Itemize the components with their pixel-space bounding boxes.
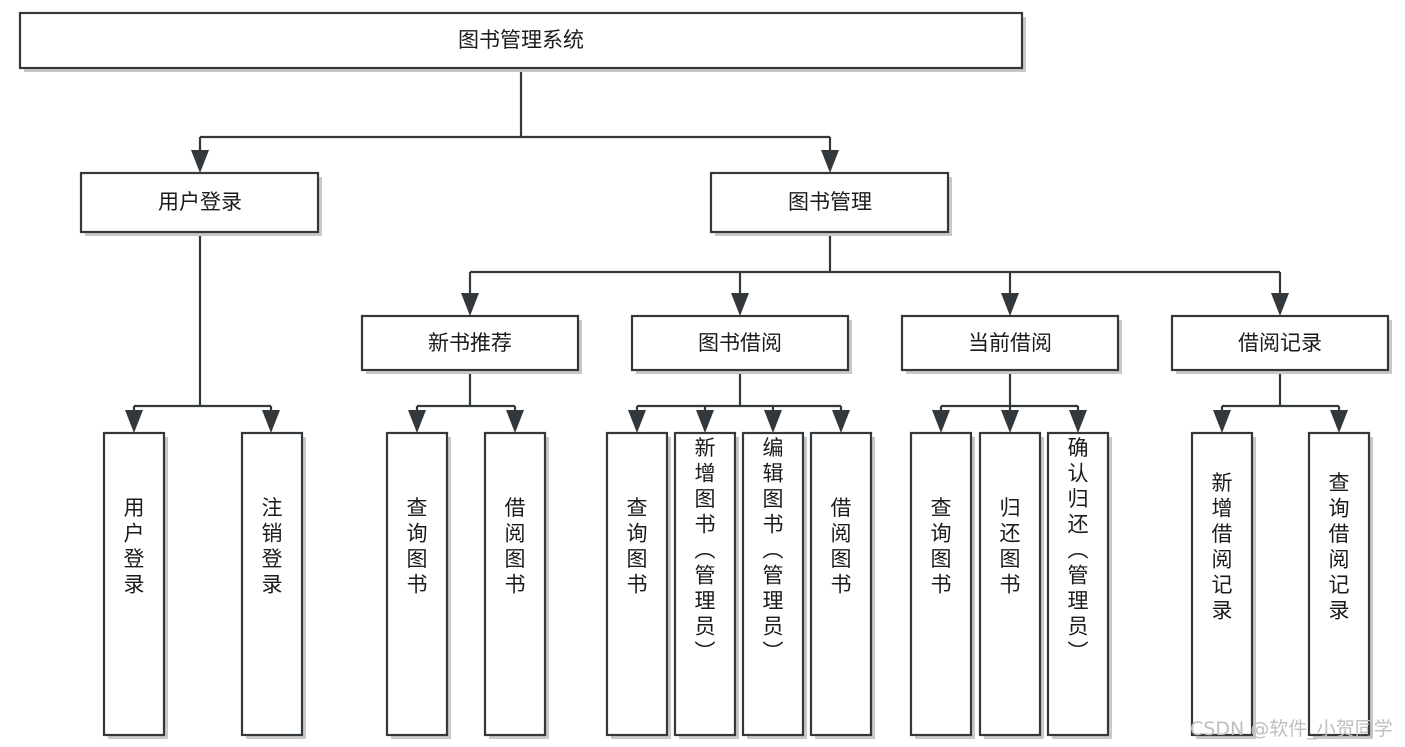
- arrowhead-book-borrow: [731, 293, 749, 316]
- node-leaf-logout[interactable]: 注销登录: [240, 431, 306, 739]
- node-leaf-query-book-1[interactable]: 查询图书: [385, 431, 451, 739]
- leaf-borrow-book-1-label: 借阅图书: [505, 496, 526, 597]
- leaf-confirm-return-label: 确认归还︵管理员︶: [1068, 436, 1089, 664]
- borrow-record-rect: [1170, 314, 1390, 372]
- leaf-logout-rect: [240, 431, 304, 737]
- node-root[interactable]: 图书管理系统: [18, 11, 1026, 72]
- arrowhead-new-book-recommend: [461, 293, 479, 316]
- node-current-borrow[interactable]: 当前借阅: [900, 314, 1122, 374]
- arrowhead-book-management: [821, 150, 839, 173]
- leaf-add-record-label: 新增借阅记录: [1212, 471, 1233, 623]
- arrowhead-current-borrow: [1001, 293, 1019, 316]
- arrowhead-borrow-record: [1271, 293, 1289, 316]
- node-leaf-query-book-3[interactable]: 查询图书: [909, 431, 975, 739]
- arrowhead-user-login: [191, 150, 209, 173]
- arrowhead-leaf-query-book-1: [408, 410, 426, 433]
- node-leaf-borrow-book-2[interactable]: 借阅图书: [809, 431, 875, 739]
- book-borrow-rect: [630, 314, 850, 372]
- book-management-rect: [709, 171, 950, 234]
- new-book-recommend-rect: [360, 314, 580, 372]
- leaf-borrow-book-2-rect: [809, 431, 873, 737]
- csdn-watermark: CSDN @软件_小贺同学: [1190, 718, 1393, 740]
- user-login-rect: [79, 171, 320, 234]
- leaf-query-book-1-rect: [385, 431, 449, 737]
- node-leaf-confirm-return[interactable]: 确认归还︵管理员︶: [1046, 431, 1112, 739]
- leaf-confirm-return-rect: [1046, 431, 1110, 737]
- node-leaf-query-record[interactable]: 查询借阅记录: [1307, 431, 1373, 739]
- leaf-add-book-rect: [673, 431, 737, 737]
- root-label: 图书管理系统: [458, 28, 584, 52]
- leaf-query-book-2-label: 查询图书: [627, 496, 648, 597]
- book-management-label: 图书管理: [788, 190, 872, 214]
- arrowhead-leaf-edit-book: [764, 410, 782, 433]
- book-borrow-label: 图书借阅: [698, 331, 782, 355]
- leaf-edit-book-rect: [741, 431, 805, 737]
- node-book-management[interactable]: 图书管理: [709, 171, 952, 236]
- arrowhead-leaf-confirm-return: [1069, 410, 1087, 433]
- leaf-query-record-rect: [1307, 431, 1371, 737]
- leaf-query-book-3-rect: [909, 431, 973, 737]
- leaf-user-login-rect: [102, 431, 166, 737]
- new-book-recommend-label: 新书推荐: [428, 331, 512, 355]
- arrowhead-leaf-return-book: [1001, 410, 1019, 433]
- arrowhead-leaf-query-book-2: [628, 410, 646, 433]
- node-leaf-add-book[interactable]: 新增图书︵管理员︶: [673, 431, 739, 739]
- leaf-add-book-label: 新增图书︵管理员︶: [695, 436, 716, 664]
- borrow-record-label: 借阅记录: [1238, 331, 1322, 355]
- leaf-add-record-rect: [1190, 431, 1254, 737]
- arrowhead-leaf-add-record: [1213, 410, 1231, 433]
- current-borrow-label: 当前借阅: [968, 331, 1052, 355]
- leaf-return-book-label: 归还图书: [1000, 496, 1021, 597]
- arrowhead-leaf-borrow-book-2: [832, 410, 850, 433]
- leaf-query-book-2-rect: [605, 431, 669, 737]
- arrowhead-leaf-logout: [262, 410, 280, 433]
- arrowhead-leaf-add-book: [696, 410, 714, 433]
- edge-layer: [125, 68, 1348, 433]
- node-leaf-add-record[interactable]: 新增借阅记录: [1190, 431, 1256, 739]
- arrowhead-leaf-query-record: [1330, 410, 1348, 433]
- node-leaf-return-book[interactable]: 归还图书: [978, 431, 1044, 739]
- leaf-query-book-3-label: 查询图书: [931, 496, 952, 597]
- leaf-query-book-1-label: 查询图书: [407, 496, 428, 597]
- node-leaf-user-login[interactable]: 用户登录: [102, 431, 168, 739]
- node-leaf-edit-book[interactable]: 编辑图书︵管理员︶: [741, 431, 807, 739]
- user-login-label: 用户登录: [158, 190, 242, 214]
- leaf-return-book-rect: [978, 431, 1042, 737]
- node-user-login[interactable]: 用户登录: [79, 171, 322, 236]
- root-rect: [18, 11, 1024, 70]
- leaf-query-record-label: 查询借阅记录: [1329, 471, 1350, 623]
- leaf-edit-book-label: 编辑图书︵管理员︶: [763, 436, 784, 664]
- arrowhead-leaf-borrow-book-1: [506, 410, 524, 433]
- current-borrow-rect: [900, 314, 1120, 372]
- leaf-logout-label: 注销登录: [262, 496, 283, 597]
- node-leaf-borrow-book-1[interactable]: 借阅图书: [483, 431, 549, 739]
- node-leaf-query-book-2[interactable]: 查询图书: [605, 431, 671, 739]
- leaf-borrow-book-1-rect: [483, 431, 547, 737]
- node-new-book-recommend[interactable]: 新书推荐: [360, 314, 582, 374]
- node-book-borrow[interactable]: 图书借阅: [630, 314, 852, 374]
- arrowhead-leaf-user-login: [125, 410, 143, 433]
- leaf-borrow-book-2-label: 借阅图书: [831, 496, 852, 597]
- arrowhead-leaf-query-book-3: [932, 410, 950, 433]
- node-borrow-record[interactable]: 借阅记录: [1170, 314, 1392, 374]
- leaf-user-login-label: 用户登录: [124, 496, 145, 597]
